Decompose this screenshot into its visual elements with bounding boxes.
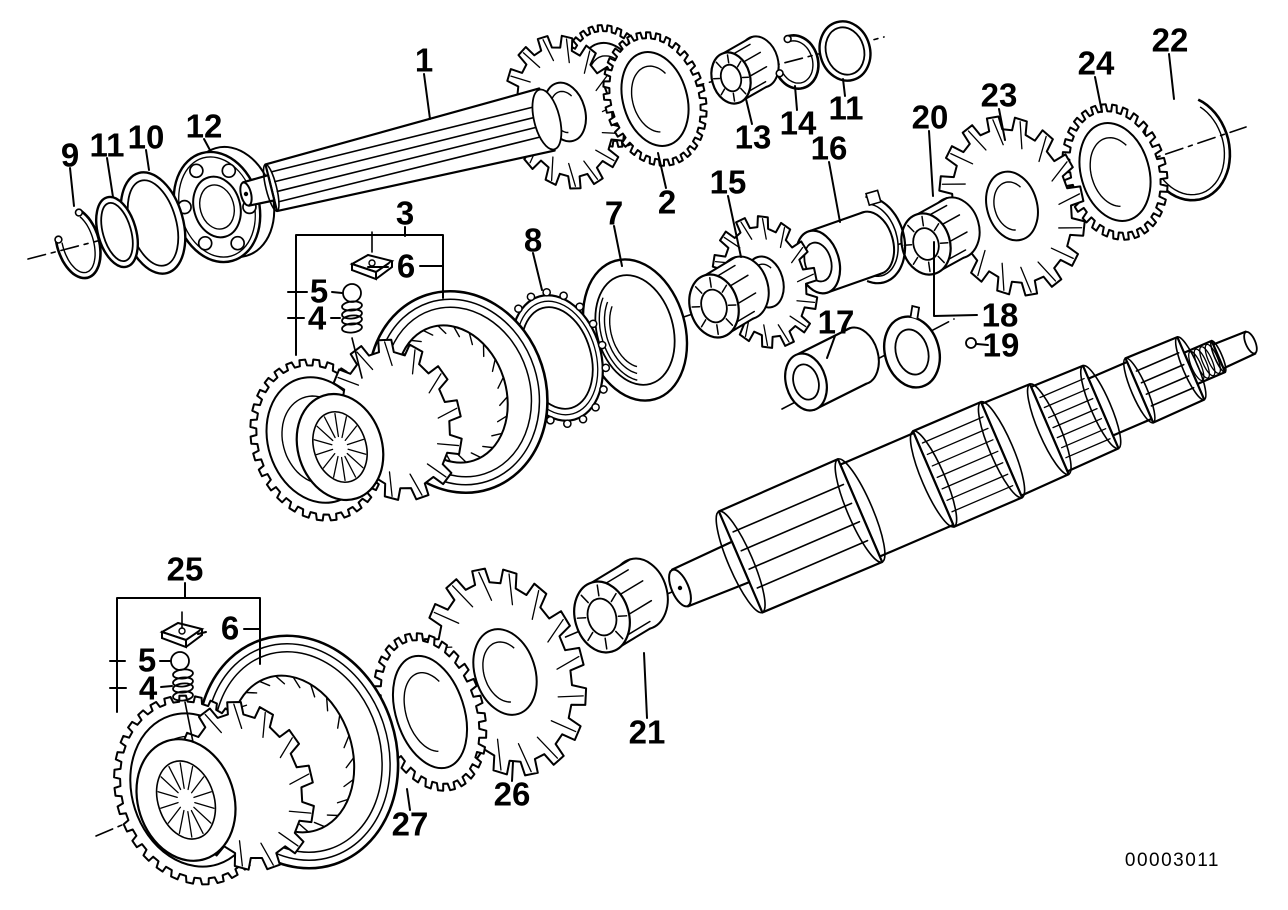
leader-line (998, 108, 1006, 141)
leader-line (197, 631, 207, 635)
part-label-5b[interactable]: 5 (138, 642, 156, 679)
synchro-ring-27 (372, 632, 488, 792)
synchro-gear-24 (1061, 103, 1169, 241)
leader-line (828, 161, 841, 223)
part-label-23[interactable]: 23 (981, 77, 1018, 114)
spring-tail-3 (351, 337, 363, 379)
part-label-24[interactable]: 24 (1078, 45, 1115, 82)
detent-ball-5b (170, 651, 190, 671)
leader-line (160, 685, 173, 688)
part-label-15[interactable]: 15 (710, 164, 747, 201)
bushing-17 (784, 326, 880, 412)
detent-ball-5 (342, 283, 362, 303)
spring-tail-25 (184, 701, 194, 743)
leader-line (727, 195, 742, 258)
needle-cage-15 (688, 255, 770, 339)
leader-line (933, 241, 978, 317)
leader-line (331, 291, 343, 294)
part-label-11b[interactable]: 11 (829, 90, 864, 127)
leader-line (826, 335, 836, 359)
part-label-13[interactable]: 13 (735, 119, 772, 156)
part-label-22[interactable]: 22 (1152, 22, 1189, 59)
ball-19 (965, 337, 977, 349)
part-label-7[interactable]: 7 (605, 195, 623, 232)
ball-bearing-12 (172, 145, 276, 264)
part-label-11[interactable]: 11 (90, 127, 125, 164)
part-label-21[interactable]: 21 (629, 714, 666, 751)
thrust-washer-18 (883, 304, 941, 389)
part-label-4b[interactable]: 4 (139, 670, 158, 707)
part-label-17[interactable]: 17 (818, 304, 855, 341)
part-label-20[interactable]: 20 (912, 99, 949, 136)
part-label-19[interactable]: 19 (983, 327, 1020, 364)
shift-key-6b (159, 621, 205, 649)
part-label-1[interactable]: 1 (415, 42, 433, 79)
hub-face-2 (135, 738, 237, 862)
thrust-flange-16 (865, 189, 907, 285)
leader-line (69, 167, 75, 207)
leader-line (613, 225, 623, 267)
part-label-6[interactable]: 6 (397, 248, 415, 285)
leader-line (928, 130, 934, 197)
leader-line (1168, 53, 1175, 100)
part-label-12[interactable]: 12 (186, 108, 223, 145)
part-label-6b[interactable]: 6 (221, 610, 239, 647)
leader-line (106, 157, 114, 198)
input-shaft-1 (239, 87, 563, 213)
leader-line (406, 788, 411, 811)
part-label-10[interactable]: 10 (128, 119, 165, 156)
spacer-ring-11b (818, 20, 872, 82)
part-label-25[interactable]: 25 (167, 551, 204, 588)
part-label-9[interactable]: 9 (61, 137, 79, 174)
leader-line (532, 252, 543, 291)
part-label-3[interactable]: 3 (396, 195, 414, 232)
detent-spring-4b (172, 668, 194, 702)
needle-cage-21 (573, 557, 669, 654)
part-label-8[interactable]: 8 (524, 222, 542, 259)
part-label-27[interactable]: 27 (392, 806, 429, 843)
circlip-9 (54, 208, 102, 280)
part-label-5[interactable]: 5 (310, 273, 328, 310)
leader-line (657, 152, 667, 189)
leader-line (842, 78, 846, 97)
part-label-14[interactable]: 14 (780, 105, 817, 142)
part-label-18[interactable]: 18 (982, 297, 1019, 334)
leader-line (145, 149, 150, 171)
gear-23 (938, 115, 1086, 297)
part-label-4[interactable]: 4 (308, 300, 327, 337)
snap-ring-14 (775, 33, 820, 91)
needle-cage-20 (900, 196, 981, 276)
output-shaft (668, 330, 1258, 614)
leader-line (794, 85, 798, 111)
synchro-ring-2 (602, 31, 708, 167)
needle-cage-13 (710, 35, 780, 105)
leader-line (511, 761, 514, 782)
sleeve-16 (794, 210, 896, 295)
leader-line (1094, 76, 1103, 113)
leader-line (423, 73, 431, 120)
leader-line (745, 98, 753, 125)
leader-line (203, 138, 212, 153)
leader-line (643, 652, 648, 719)
leader-line (976, 343, 989, 346)
part-label-26[interactable]: 26 (494, 776, 531, 813)
diagram-drawing (27, 20, 1258, 886)
diagram-id-text: 00003011 (1125, 850, 1220, 871)
group-bracket-25 (116, 597, 261, 713)
part-label-16[interactable]: 16 (811, 130, 848, 167)
hub-face (295, 392, 385, 502)
part-label-2[interactable]: 2 (658, 184, 676, 221)
detent-spring-4 (341, 300, 363, 334)
